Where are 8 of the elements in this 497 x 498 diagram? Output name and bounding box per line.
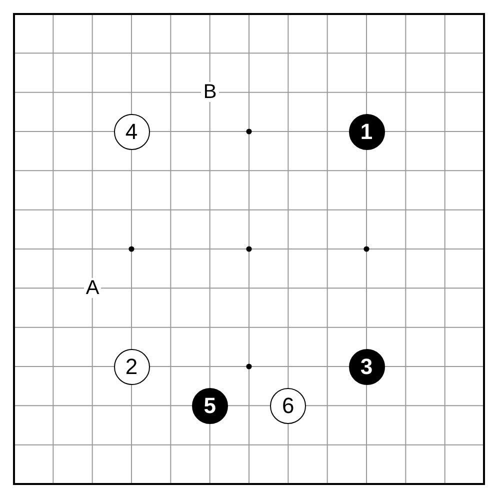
go-stone: 3 <box>348 348 384 384</box>
go-stone: 2 <box>114 348 150 384</box>
go-stone: 1 <box>348 114 384 150</box>
go-stone: 5 <box>192 388 228 424</box>
point-label: A <box>84 278 102 298</box>
go-stone: 4 <box>114 114 150 150</box>
point-label: B <box>201 82 219 102</box>
go-stone: 6 <box>270 388 306 424</box>
